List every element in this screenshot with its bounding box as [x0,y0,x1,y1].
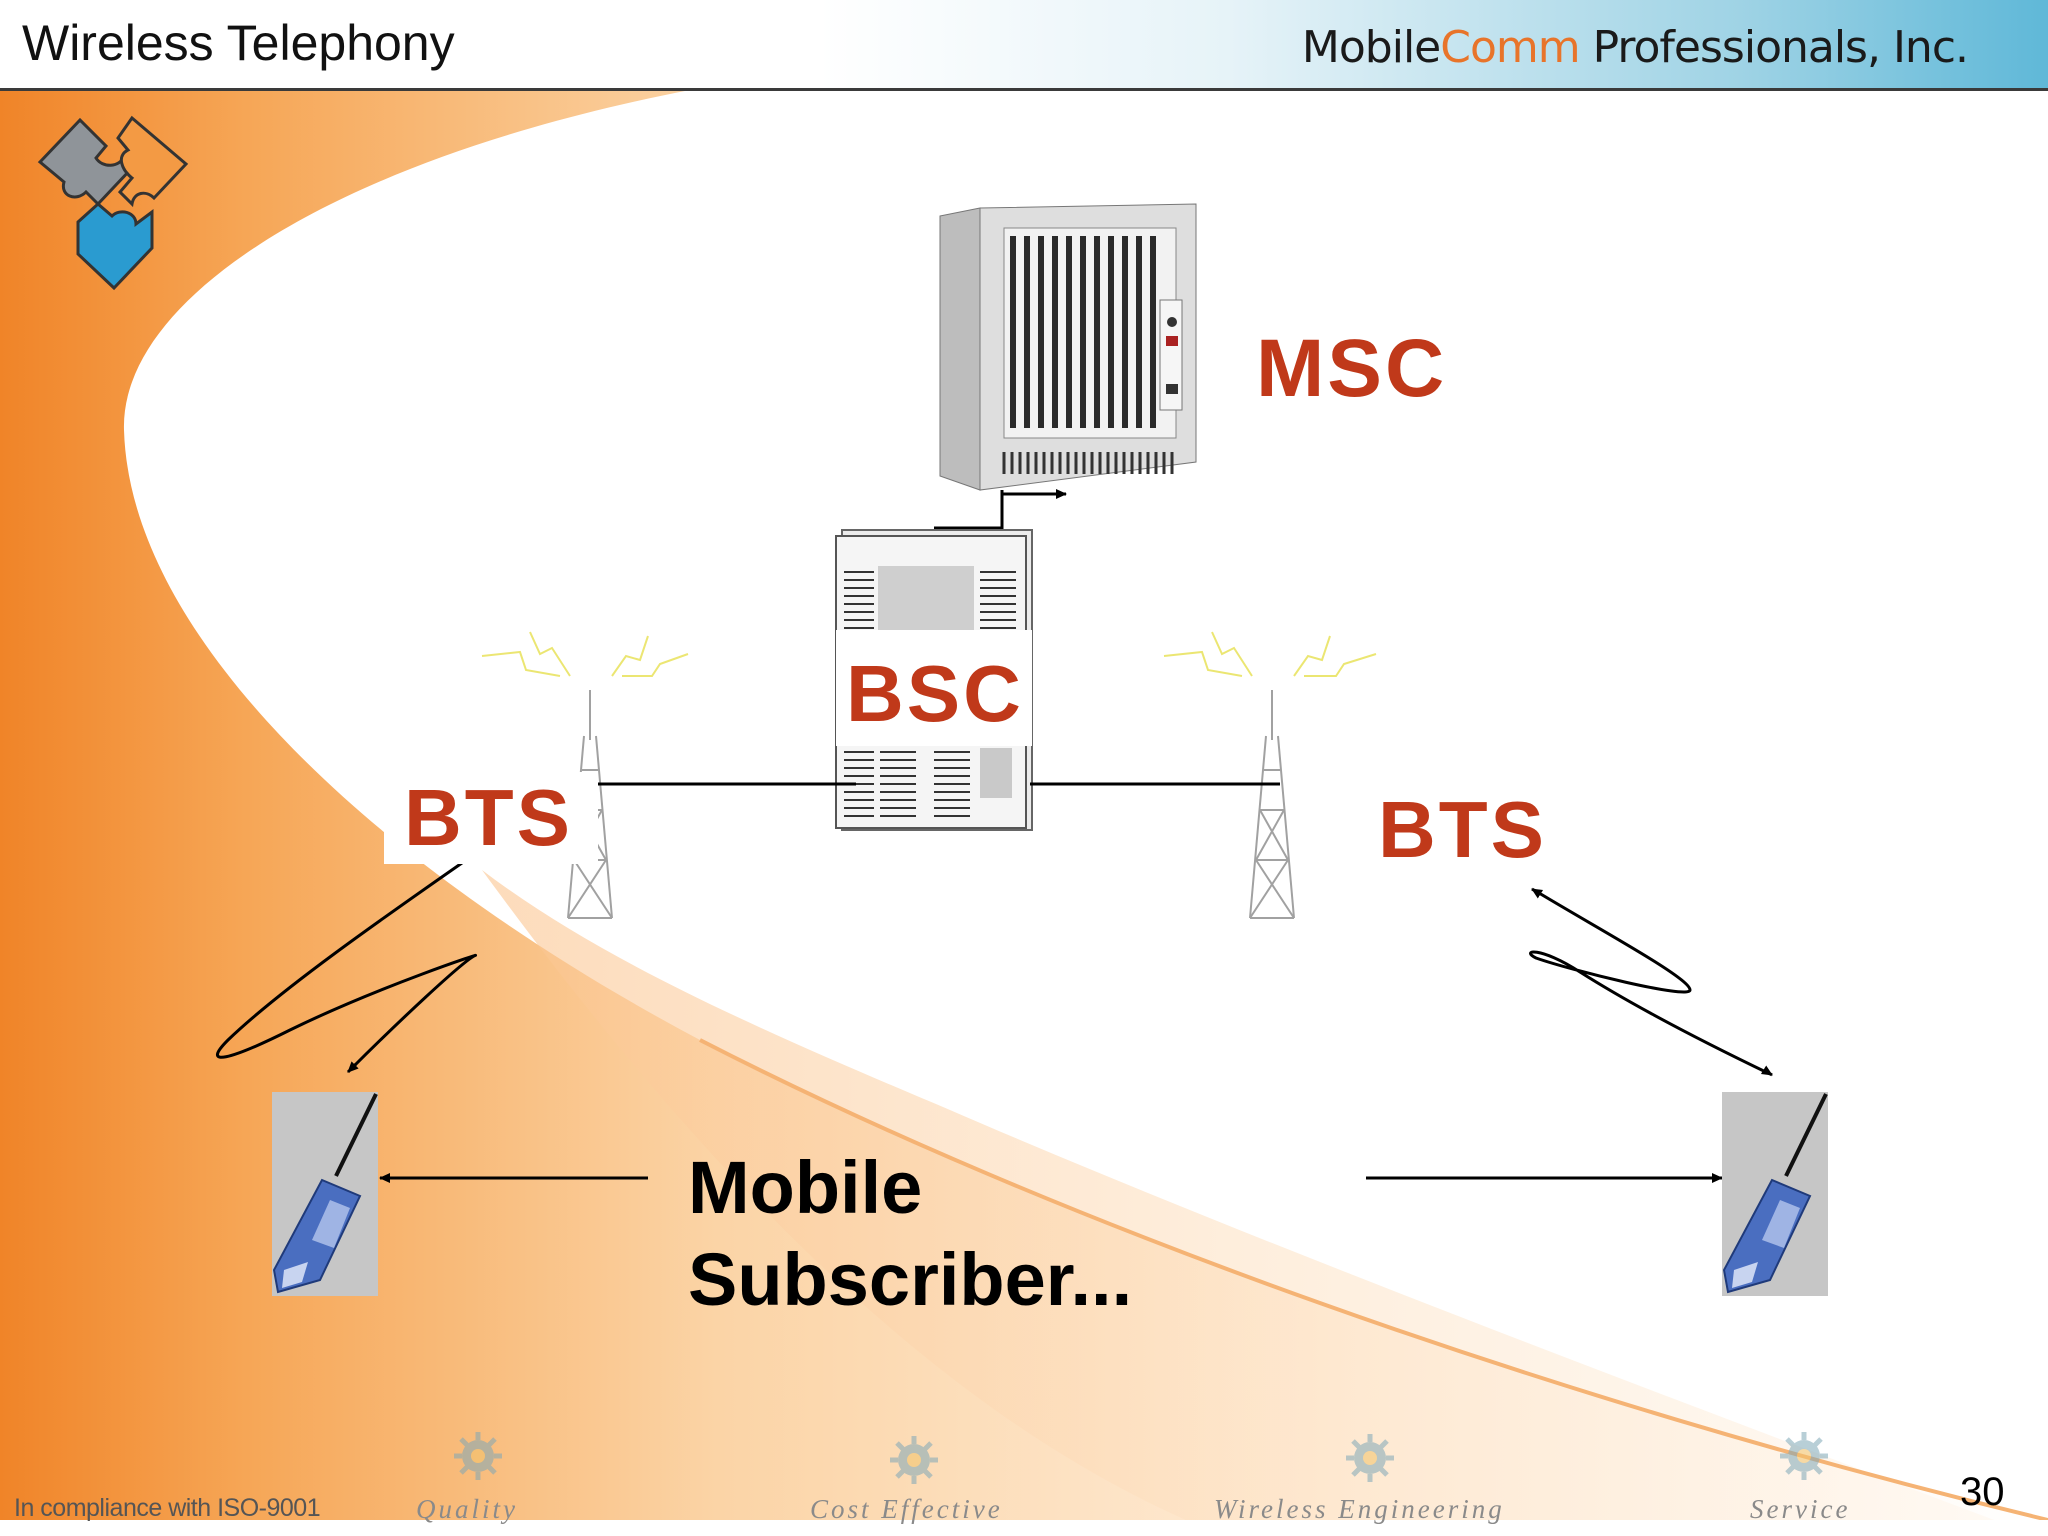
company-brand: MobileComm Professionals, Inc. [1301,22,1969,73]
footer-item-quality: Quality [416,1494,518,1524]
footer-item-wireless-engineering: Wireless Engineering [1214,1494,1505,1524]
compliance-note: In compliance with ISO-9001 [14,1494,321,1522]
msc-switch-icon [939,203,1197,491]
mobile-phone-icon [272,1092,378,1296]
radio-link-left [215,854,478,1072]
brand-mobile: Mobile [1301,22,1441,73]
brand-comm: Comm [1440,22,1580,73]
sun-icon [890,1436,938,1484]
bsc-controller-icon [835,529,1033,831]
bts-label-right: BTS [1378,785,1547,874]
mobile-subscriber-line1: Mobile [688,1146,923,1229]
mobile-subscriber-line2: Subscriber... [688,1238,1133,1321]
sun-icon [1346,1434,1394,1482]
slide-title: Wireless Telephony [22,15,455,71]
page-number: 30 [1960,1470,2005,1514]
msc-label: MSC [1256,323,1448,414]
white-sweep-area [123,90,2048,1520]
mobile-subscriber-label: Mobile Subscriber... [688,1142,1132,1326]
bts-tower-icon [1163,631,1377,919]
brand-rest: Professionals, Inc. [1579,22,1969,73]
puzzle-logo-icon [37,115,189,291]
header-bar: Wireless Telephony MobileComm Profession… [0,0,2048,91]
footer-item-cost-effective: Cost Effective [810,1494,1003,1524]
bts-label-left: BTS [384,772,598,864]
sun-icon [1780,1432,1828,1480]
mobile-phone-icon [1722,1092,1828,1296]
radio-link-right [1529,888,1771,1076]
bsc-label: BSC [846,649,1024,738]
sun-icon [454,1432,502,1480]
footer-item-service: Service [1750,1494,1851,1524]
